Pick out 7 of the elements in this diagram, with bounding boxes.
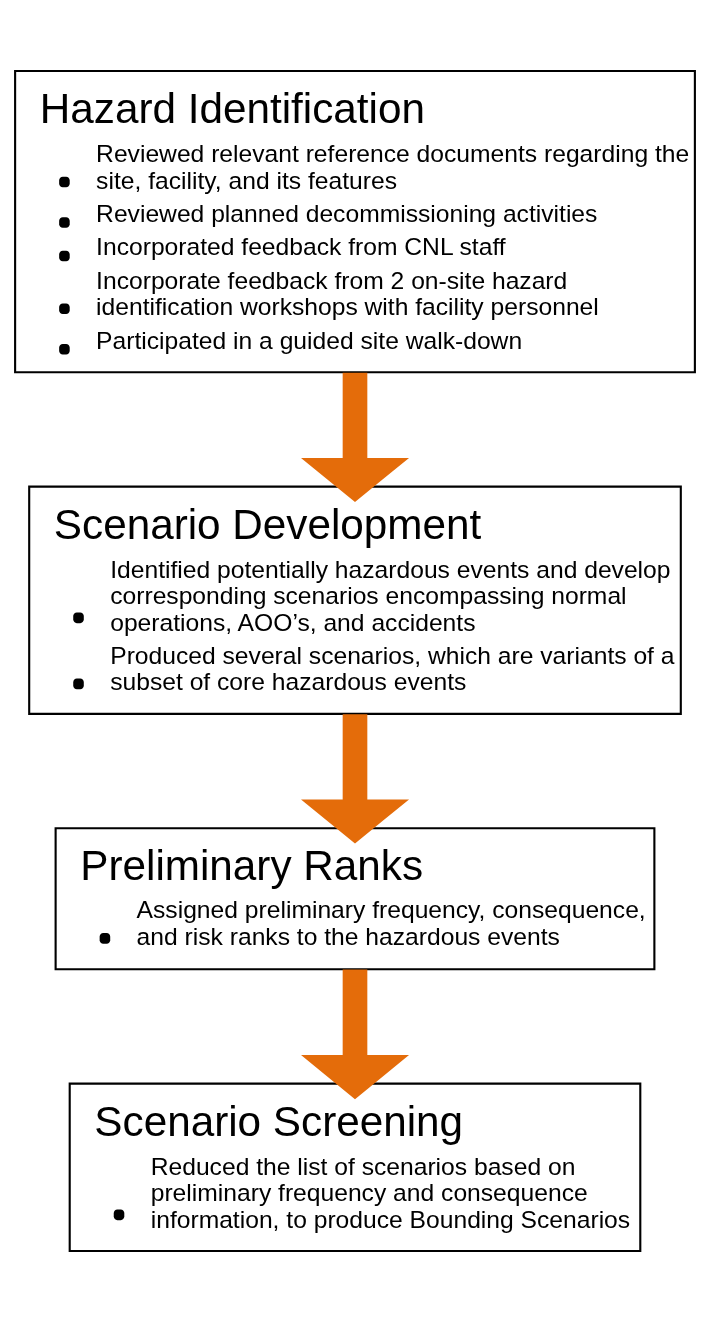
arrow bbox=[301, 969, 409, 1100]
node-box: Scenario Screening Reduced the list of scenarios based on preliminary frequency and consequence information, to produce Bounding Scenarios bbox=[68, 1082, 642, 1252]
arrow bbox=[301, 714, 409, 844]
node-box: Hazard Identification Reviewed relevant reference documents regarding the site, facility, and its features Reviewed planned decommissioning activities Incorporated feedback from CNL staff Incorporate feedback from 2 on-site hazard identification workshops with facility personnel Participated in a guided site walk-down bbox=[14, 70, 696, 374]
node-box: Preliminary Ranks Assigned preliminary frequency, consequence, and risk ranks to the hazardous events bbox=[54, 827, 656, 971]
node-box: Scenario Development Identified potentially hazardous events and develop corresponding scenarios encompassing normal operations, AOO’s, and accidents Produced several scenarios, which are variants of a subset of core hazardous events bbox=[28, 485, 682, 715]
arrow bbox=[301, 372, 409, 502]
